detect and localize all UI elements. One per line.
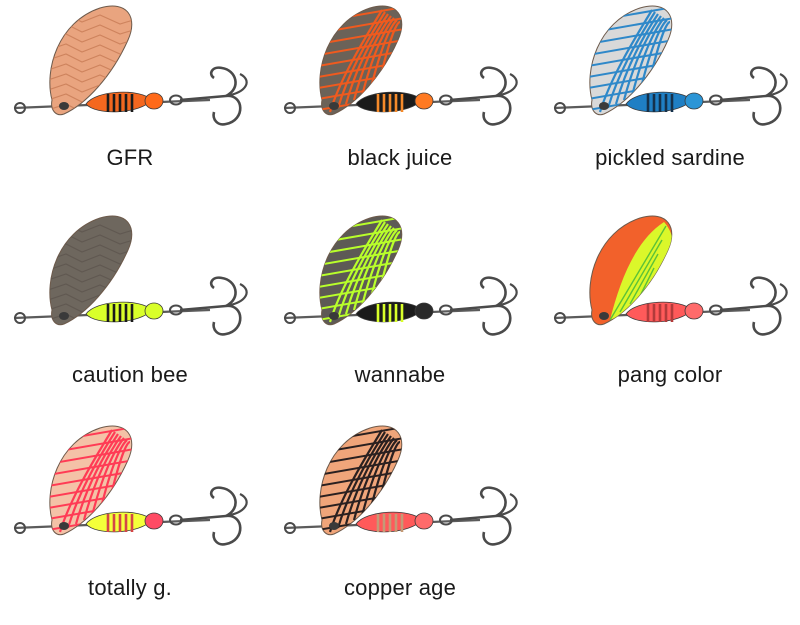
hook-point	[212, 304, 242, 336]
treble-hook-shank	[179, 514, 227, 522]
rear-bead	[684, 302, 704, 320]
wire-loop	[14, 102, 26, 114]
spinner-lure-image	[13, 215, 248, 336]
hook-point	[765, 73, 788, 98]
rear-bead	[414, 512, 434, 530]
spinner-lure-image	[553, 5, 788, 126]
wire-loop	[554, 102, 566, 114]
treble-hook-shank	[449, 514, 497, 522]
treble-hook-shank	[179, 304, 227, 312]
hook-point	[225, 73, 248, 98]
treble-hook-shank	[449, 304, 497, 312]
spinner-lure-image	[283, 215, 518, 336]
hook-point	[225, 493, 248, 518]
wire-loop	[284, 312, 296, 324]
lure-color-name: black juice	[347, 145, 453, 170]
spinner-blade	[49, 215, 133, 326]
lure-color-name: caution bee	[72, 362, 188, 387]
hook-point	[749, 66, 777, 98]
rear-bead	[144, 512, 164, 530]
lure-color-name: wannabe	[354, 362, 446, 387]
hook-point	[479, 66, 507, 98]
hook-point	[482, 514, 512, 546]
hook-point	[212, 514, 242, 546]
lure-color-name: pickled sardine	[595, 145, 745, 170]
hook-point	[752, 304, 782, 336]
lure-item: black juice	[270, 0, 530, 205]
lure-item: totally g.	[0, 420, 260, 625]
hook-point	[209, 66, 237, 98]
hook-point	[209, 486, 237, 518]
hook-point	[479, 486, 507, 518]
spinner-lure-image	[283, 5, 518, 126]
rear-bead	[144, 92, 164, 110]
spinner-lure-image	[553, 215, 788, 336]
lure-item: pickled sardine	[540, 0, 800, 205]
spinner-lure-image	[13, 425, 248, 546]
hook-point	[752, 94, 782, 126]
clevis	[59, 102, 69, 110]
clevis	[59, 522, 69, 530]
lure-item: copper age	[270, 420, 530, 625]
lure-item: pang color	[540, 210, 800, 415]
clevis	[329, 102, 339, 110]
treble-hook-shank	[179, 94, 227, 102]
spinner-lure-image	[13, 5, 248, 126]
hook-point	[209, 276, 237, 308]
lure-color-name: totally g.	[88, 575, 172, 600]
treble-hook-shank	[719, 94, 767, 102]
hook-point	[482, 94, 512, 126]
lure-item: wannabe	[270, 210, 530, 415]
spinner-blade	[49, 5, 133, 116]
hook-point	[765, 283, 788, 308]
hook-point	[482, 304, 512, 336]
clevis	[329, 312, 339, 320]
hook-point	[225, 283, 248, 308]
hook-point	[749, 276, 777, 308]
treble-hook-shank	[449, 94, 497, 102]
rear-bead	[414, 302, 434, 320]
lure-color-name: GFR	[106, 145, 154, 170]
clevis	[59, 312, 69, 320]
blade-pattern	[319, 216, 402, 323]
clevis	[599, 102, 609, 110]
treble-hook-shank	[719, 304, 767, 312]
blade-pattern	[609, 222, 672, 321]
hook-point	[495, 73, 518, 98]
wire-loop	[284, 522, 296, 534]
spinner-lure-image	[283, 425, 518, 546]
wire-loop	[554, 312, 566, 324]
hook-point	[495, 283, 518, 308]
rear-bead	[144, 302, 164, 320]
hook-point	[212, 94, 242, 126]
lure-color-name: copper age	[343, 575, 457, 600]
lure-item: GFR	[0, 0, 260, 205]
wire-loop	[284, 102, 296, 114]
wire-loop	[14, 522, 26, 534]
wire-loop	[14, 312, 26, 324]
lure-item: caution bee	[0, 210, 260, 415]
clevis	[599, 312, 609, 320]
hook-point	[479, 276, 507, 308]
rear-bead	[684, 92, 704, 110]
hook-point	[495, 493, 518, 518]
clevis	[329, 522, 339, 530]
rear-bead	[414, 92, 434, 110]
lure-color-name: pang color	[617, 362, 723, 387]
